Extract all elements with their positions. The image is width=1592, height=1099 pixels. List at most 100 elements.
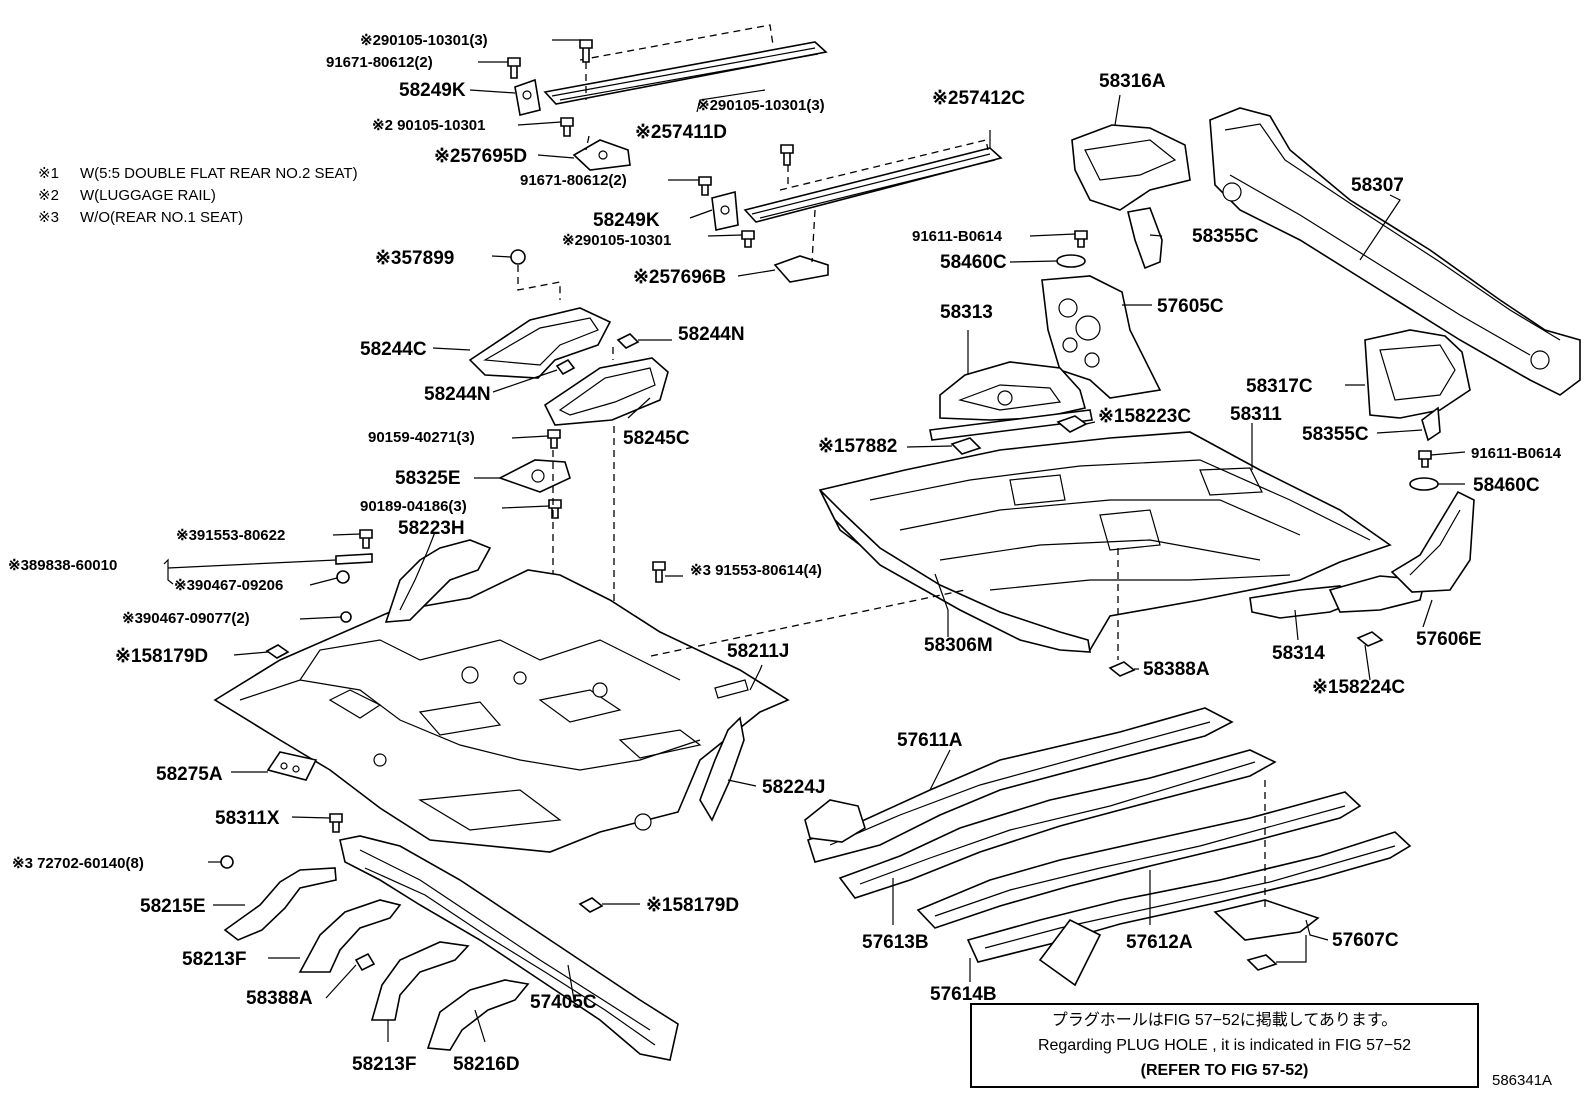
label-p28: 58355C <box>1302 424 1369 445</box>
label-p36: 58223H <box>398 518 465 539</box>
label-p45: 57606E <box>1416 629 1482 650</box>
bracket-58224j <box>699 716 745 822</box>
label-p47: ※158224C <box>1312 677 1405 698</box>
panel-57605c <box>1041 275 1162 399</box>
label-p22: 58244N <box>678 324 745 345</box>
legend-mark-2: ※2 <box>38 187 59 204</box>
panel-58245c <box>543 357 669 426</box>
label-p05: ※257411D <box>635 122 727 143</box>
leader-lines <box>163 39 1466 1043</box>
bracket-58213f-lower <box>370 941 470 1021</box>
bracket-58355c-top <box>1127 207 1163 270</box>
label-p46: 58388A <box>1143 659 1210 680</box>
label-p34: 90189-04186(3) <box>360 498 467 515</box>
legend: ※1 W(5:5 DOUBLE FLAT REAR NO.2 SEAT) ※2 … <box>38 165 358 226</box>
pad-58179d-lower <box>578 897 604 913</box>
center-floor-58311 <box>818 431 1392 653</box>
notice-line-jp: プラグホールはFIG 57−52に掲載してあります。 <box>1051 1012 1398 1029</box>
figure-code: 586341A <box>1492 1072 1553 1089</box>
legend-text-2: W(LUGGAGE RAIL) <box>80 187 216 204</box>
label-p19: 58313 <box>940 302 993 323</box>
legend-text-3: W/O(REAR NO.1 SEAT) <box>80 209 243 226</box>
label-p21: 58244C <box>360 339 427 360</box>
panel-58244c <box>468 307 612 379</box>
label-p15: 58307 <box>1351 175 1404 196</box>
label-p14: 58316A <box>1099 71 1166 92</box>
legend-mark-3: ※3 <box>38 209 59 226</box>
rear-floor-pan-58211j <box>213 569 790 853</box>
label-p43: 58306M <box>924 635 993 656</box>
bracket-58355c-right <box>1421 406 1441 442</box>
label-p59: 58388A <box>246 988 313 1009</box>
bolt-58311x <box>329 813 343 833</box>
label-p25: 58317C <box>1246 376 1313 397</box>
label-p61: 57614B <box>930 984 997 1005</box>
label-p38: ※390467-09206 <box>174 577 283 594</box>
label-p30: ※157882 <box>818 436 897 457</box>
label-p63: 58216D <box>453 1054 520 1075</box>
label-p42: 58211J <box>727 641 789 662</box>
label-p20: 57605C <box>1157 296 1224 317</box>
bracket-58213f-upper <box>298 899 402 973</box>
member-57612a <box>916 791 1362 929</box>
label-p56: 57612A <box>1126 932 1193 953</box>
plate-57607c <box>1213 899 1320 971</box>
luggage-rail-57411d <box>543 24 828 105</box>
label-p54: 58215E <box>140 896 206 917</box>
label-p18: 58460C <box>940 252 1007 273</box>
pad-57882 <box>950 437 982 455</box>
label-p07: ※290105-10301(3) <box>697 97 825 114</box>
plate-58325e <box>497 459 571 493</box>
label-p10: 58249K <box>593 210 660 231</box>
label-p24: 58245C <box>623 428 690 449</box>
label-p16: 91611-B0614 <box>912 228 1003 245</box>
pad-58224c <box>1356 631 1384 647</box>
label-p09: 91671-80612(2) <box>520 172 627 189</box>
member-57405c <box>339 835 679 1061</box>
bolt-icons-upper <box>507 39 794 265</box>
label-p03: 58249K <box>399 80 466 101</box>
label-p32: 58460C <box>1473 475 1540 496</box>
label-p49: 58275A <box>156 764 223 785</box>
washer-58460c-top <box>1056 230 1088 268</box>
leader-dashes-upper <box>517 62 816 300</box>
label-p35: ※391553-80622 <box>176 527 285 544</box>
label-p53: ※158179D <box>646 895 739 916</box>
member-57614b <box>966 831 1412 987</box>
bracket-57611a-end <box>804 799 866 843</box>
label-p02: 91671-80612(2) <box>326 54 433 71</box>
label-p44: 58314 <box>1272 643 1325 664</box>
label-p12: ※257696B <box>633 267 726 288</box>
washer-58460c-right <box>1409 450 1439 491</box>
label-p37: ※389838-60010 <box>8 557 117 574</box>
bolt-72702 <box>220 855 234 869</box>
label-p33: 58325E <box>395 468 461 489</box>
bracket-57696b <box>773 255 829 283</box>
label-p40: ※390467-09077(2) <box>122 610 250 627</box>
pad-58388a-left <box>354 952 376 972</box>
label-p48: 57611A <box>897 730 963 751</box>
panel-57606e <box>1390 490 1475 593</box>
member-57611a <box>807 707 1234 863</box>
panel-58316a <box>1071 124 1191 211</box>
label-p60: 57405C <box>530 992 597 1013</box>
label-p13: ※357899 <box>375 248 454 269</box>
label-p51: 58311X <box>215 808 280 829</box>
label-p62: 58213F <box>352 1054 416 1075</box>
notice-line-en: Regarding PLUG HOLE , it is indicated in… <box>1037 1037 1412 1054</box>
side-member-58307 <box>1209 107 1581 396</box>
label-p58: 58213F <box>182 949 246 970</box>
member-57613b <box>838 749 1277 899</box>
label-p11: ※290105-10301 <box>562 232 671 249</box>
label-p52: ※3 72702-60140(8) <box>12 855 144 872</box>
label-p50: 58224J <box>762 777 825 798</box>
label-p26: ※158223C <box>1098 406 1191 427</box>
bracket-58215e <box>223 867 337 941</box>
bracket-58249k-mid <box>711 190 739 231</box>
leader-dashes-right <box>650 548 1119 660</box>
panel-58313 <box>929 361 1093 441</box>
label-p55: 57613B <box>862 932 929 953</box>
member-58314 <box>1249 575 1427 619</box>
label-p31: 91611-B0614 <box>1471 445 1562 462</box>
